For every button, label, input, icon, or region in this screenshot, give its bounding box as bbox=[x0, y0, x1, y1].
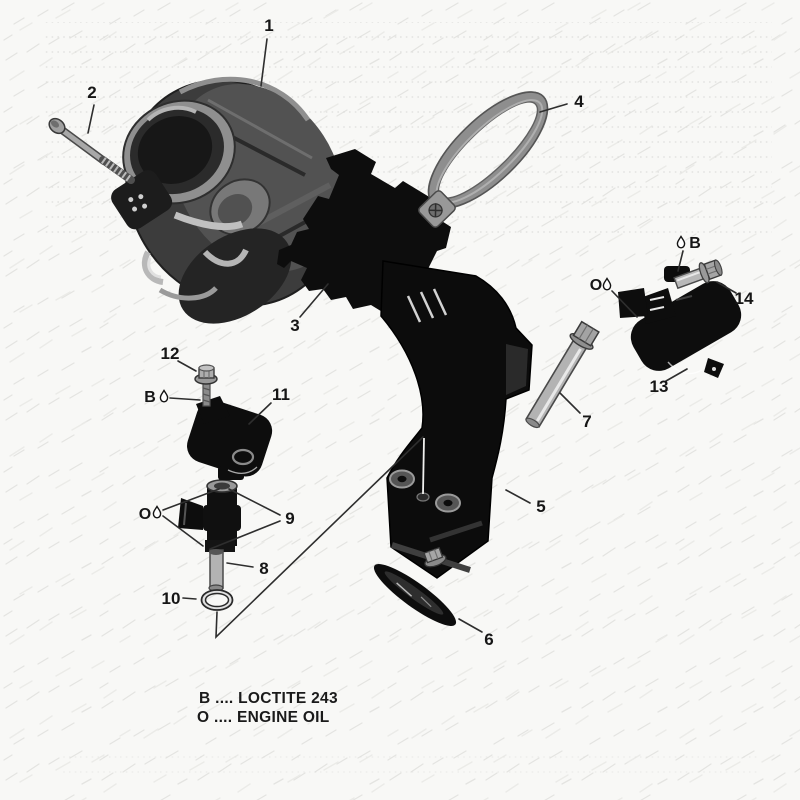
leader-b14 bbox=[677, 250, 684, 272]
leader-9-diamond bbox=[162, 488, 281, 550]
leader-8 bbox=[226, 562, 254, 568]
legend: B .... LOCTITE 243 O .... ENGINE OIL bbox=[197, 690, 338, 726]
leader-10 bbox=[182, 597, 197, 600]
leader-o13 bbox=[611, 290, 638, 318]
callout-5: 5 bbox=[536, 497, 545, 516]
flange-bolt bbox=[423, 546, 447, 568]
throttle-connector bbox=[111, 170, 173, 230]
part-14-screw bbox=[673, 259, 723, 290]
o-label-13: O bbox=[590, 277, 602, 294]
leader-14 bbox=[716, 281, 737, 294]
callout-3: 3 bbox=[290, 316, 299, 335]
b-label-12: B bbox=[144, 389, 156, 406]
drop-icon bbox=[159, 389, 169, 403]
part-13-sensor bbox=[618, 266, 742, 378]
part-12-screw bbox=[194, 364, 218, 407]
leader-port-overlay bbox=[422, 437, 425, 495]
part-5-intake-pipe bbox=[380, 260, 533, 579]
legend-line-loctite: B .... LOCTITE 243 bbox=[199, 690, 338, 707]
leader-b12 bbox=[169, 397, 201, 401]
callout-9: 9 bbox=[285, 509, 294, 528]
o-label-9: O bbox=[139, 506, 151, 523]
leader-7 bbox=[559, 392, 581, 414]
scan-stripes-bottom bbox=[60, 745, 760, 785]
leader-lines bbox=[87, 38, 737, 639]
b-annotation-12: B bbox=[144, 389, 169, 406]
callout-labels: 1 2 3 4 5 6 7 8 9 10 11 12 13 14 bbox=[87, 16, 754, 649]
leader-6 bbox=[458, 618, 483, 633]
part-4-clamp bbox=[418, 91, 549, 228]
callout-6: 6 bbox=[484, 630, 493, 649]
part-10-oring bbox=[200, 589, 234, 611]
callout-1: 1 bbox=[264, 16, 273, 35]
clamp-screw-housing bbox=[418, 190, 456, 228]
o-annotation-13: O bbox=[590, 277, 612, 294]
drop-icon bbox=[152, 505, 162, 519]
leader-10-to-port bbox=[215, 436, 424, 639]
leader-12 bbox=[177, 360, 197, 372]
part-2-screw bbox=[48, 117, 135, 184]
callout-14: 14 bbox=[735, 289, 754, 308]
leader-3 bbox=[299, 283, 329, 318]
part-11-sensor bbox=[187, 396, 273, 480]
callout-2: 2 bbox=[87, 83, 96, 102]
leader-13 bbox=[665, 368, 688, 382]
part-7-bolt bbox=[525, 320, 600, 429]
b-annotation-14: B bbox=[676, 235, 701, 252]
legend-line-engine-oil: O .... ENGINE OIL bbox=[197, 709, 330, 726]
b-label-14: B bbox=[689, 235, 701, 252]
leader-11 bbox=[248, 402, 272, 425]
leader-4 bbox=[539, 103, 568, 113]
leader-2 bbox=[87, 104, 95, 134]
o-annotation-9: O bbox=[139, 505, 162, 523]
callout-8: 8 bbox=[259, 559, 268, 578]
callout-4: 4 bbox=[574, 92, 584, 111]
callout-11: 11 bbox=[272, 385, 290, 404]
callout-10: 10 bbox=[162, 589, 181, 608]
part-8-fuel-injector bbox=[178, 479, 241, 592]
leader-1 bbox=[260, 38, 268, 87]
callout-7: 7 bbox=[582, 412, 591, 431]
leader-5 bbox=[505, 489, 531, 504]
drop-icon bbox=[676, 235, 686, 249]
callout-12: 12 bbox=[161, 344, 180, 363]
part-6-gasket bbox=[373, 564, 457, 626]
drop-icon bbox=[602, 277, 612, 291]
callout-13: 13 bbox=[650, 377, 669, 396]
